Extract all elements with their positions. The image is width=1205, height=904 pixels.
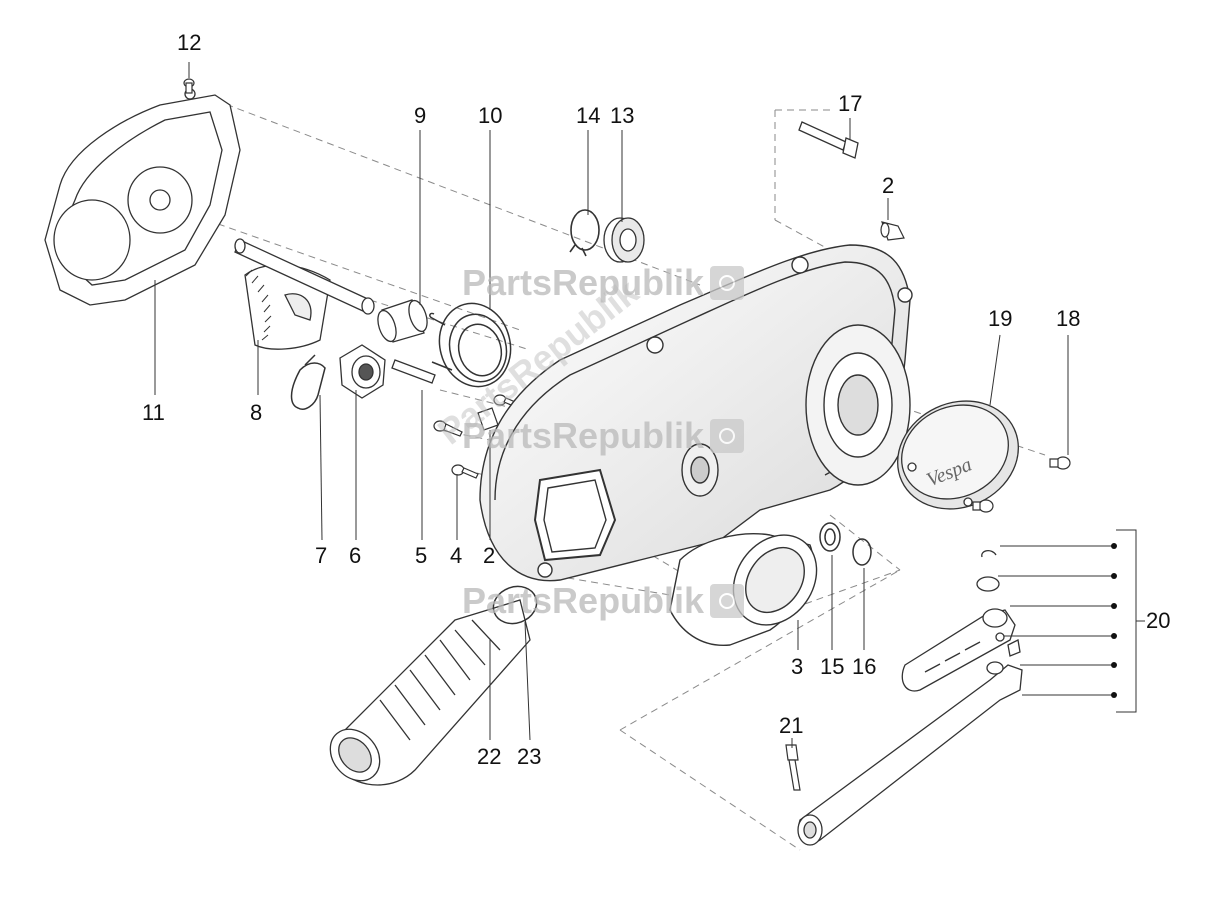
callout-3: 3 (791, 654, 804, 679)
callout-18: 18 (1056, 306, 1081, 331)
part-21-bolt (785, 744, 801, 791)
callout-21: 21 (779, 713, 804, 738)
part-12-screw (183, 78, 195, 94)
callout-22: 22 (477, 744, 502, 769)
callout-9: 9 (414, 103, 427, 128)
callout-6: 6 (349, 543, 362, 568)
callout-12: 12 (177, 30, 202, 55)
callout-11: 11 (142, 400, 165, 425)
part-22-bellows-hose (329, 599, 531, 786)
part-main-transmission-cover (479, 244, 913, 582)
callout-14: 14 (576, 103, 601, 128)
gear-icon (710, 419, 745, 454)
callout-13: 13 (610, 103, 635, 128)
part-14-circlip (569, 209, 600, 257)
part-20-kickstart-lever (797, 550, 1023, 846)
callout-2-lower: 2 (483, 543, 496, 568)
part-18-screws (972, 456, 1071, 513)
callout-leader-lines (154, 62, 1145, 748)
callout-19: 19 (988, 306, 1013, 331)
part-4-screws (433, 394, 521, 479)
watermark-top: PartsRepublik (462, 262, 745, 304)
callout-15: 15 (820, 654, 845, 679)
gear-icon (710, 266, 745, 301)
part-11-inner-plate (44, 88, 241, 306)
part-6-pinion-gear (339, 344, 386, 399)
part-9-bushing (377, 299, 428, 343)
callout-23: 23 (517, 744, 542, 769)
part-17-bolt (798, 121, 859, 159)
callout-10: 10 (478, 103, 503, 128)
part-10-spring (429, 302, 512, 388)
part-5-pin (391, 359, 436, 384)
part-7-clip (290, 354, 326, 410)
part-23-clamp-ring (492, 585, 538, 625)
callout-bullets (1111, 543, 1117, 698)
callout-7: 7 (315, 543, 328, 568)
part-16-circlip (852, 538, 872, 566)
callout-5: 5 (415, 543, 428, 568)
callout-2-upper: 2 (882, 173, 895, 198)
callout-16: 16 (852, 654, 877, 679)
watermark-bottom: PartsRepublik (462, 580, 745, 622)
part-13-bearing (603, 217, 645, 263)
part-15-washer (819, 522, 841, 552)
part-8-kickstart-shaft (234, 238, 375, 350)
callout-17: 17 (838, 91, 863, 116)
part-2-dowel-pin-upper (880, 221, 905, 241)
callout-20: 20 (1146, 608, 1171, 633)
callout-8: 8 (250, 400, 263, 425)
watermark-middle: PartsRepublik (462, 415, 745, 457)
gear-icon (710, 584, 745, 619)
part-19-cover-cap: Vespa (897, 400, 1019, 510)
callout-4: 4 (450, 543, 463, 568)
